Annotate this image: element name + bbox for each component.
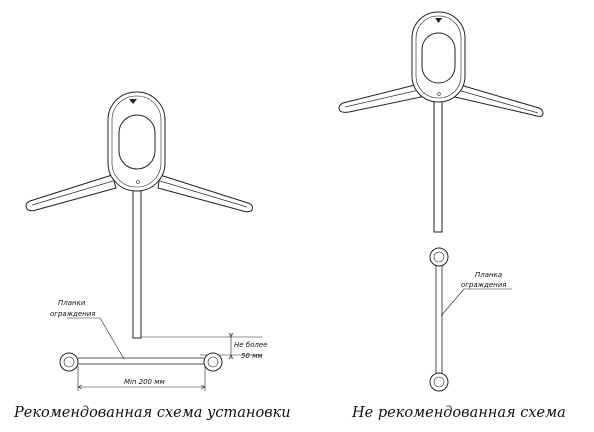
rail-label-line1: Планка [475, 271, 502, 279]
rail-post-top [429, 247, 449, 267]
height-label-line2: 50 мм [241, 352, 263, 360]
rail-post-right [203, 352, 223, 372]
turnstile-arm-right [454, 83, 544, 117]
caption-not-recommended: Не рекомендованная схема [351, 405, 566, 421]
turnstile-not-recommended [338, 11, 544, 233]
turnstile-head [411, 11, 466, 103]
caption-recommended: Рекомендованная схема установки [13, 405, 291, 421]
turnstile-recommended [25, 91, 253, 339]
rail-callout: Планка ограждения [440, 271, 512, 317]
turnstile-arm-left [338, 83, 422, 113]
turnstile-arm-left [25, 174, 117, 212]
turnstile-arm-right [157, 174, 253, 213]
rail-post-bottom [429, 372, 449, 392]
direction-arrow-icon [435, 18, 442, 23]
barrier-rail-vertical [429, 247, 449, 392]
height-dimension: Не более 50 мм [141, 332, 267, 360]
rail-label-line2: ограждения [461, 281, 506, 289]
turnstile-head [107, 91, 166, 192]
indicator-icon [136, 180, 140, 184]
rail-label-line2: ограждения [50, 310, 95, 318]
turnstile-arm-down [433, 97, 443, 233]
barrier-rail-horizontal [59, 352, 223, 372]
width-label: Min 200 мм [124, 378, 166, 386]
rail-callout: Планки ограждения [50, 299, 125, 360]
width-dimension: Min 200 мм [77, 366, 206, 391]
rail-post-left [59, 352, 79, 372]
height-label-line1: Не более [234, 341, 267, 349]
direction-arrow-icon [129, 99, 137, 104]
indicator-icon [437, 92, 441, 96]
turnstile-arm-down [132, 189, 142, 339]
rail-label-line1: Планки [58, 299, 86, 307]
